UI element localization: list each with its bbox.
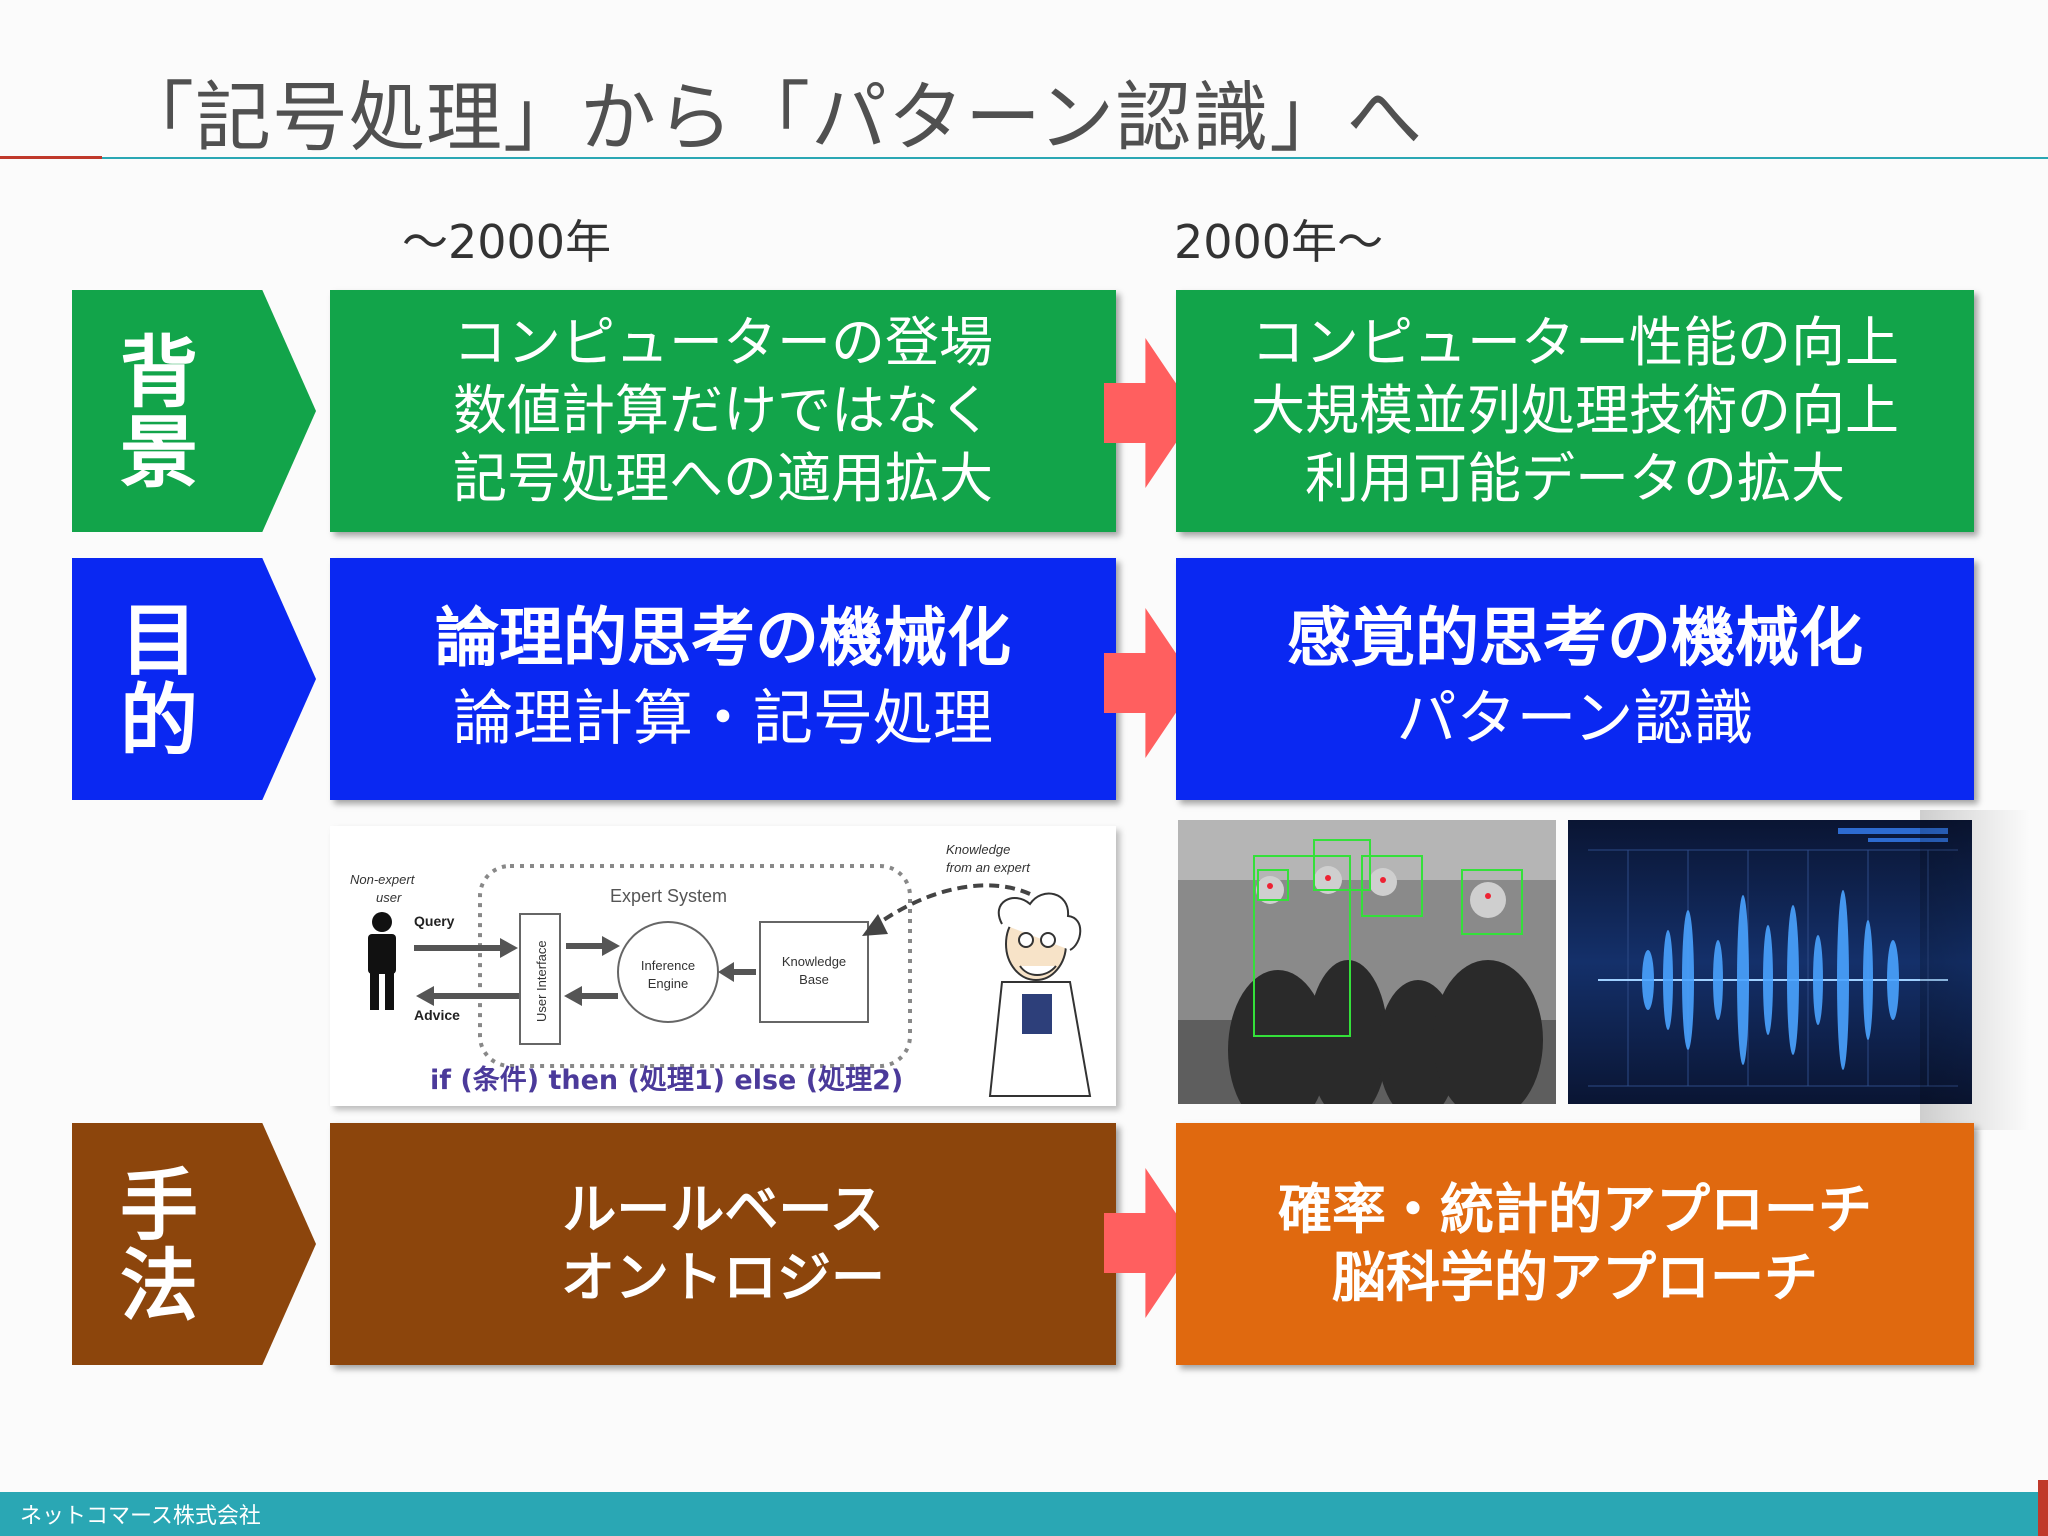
query-label: Query [414,913,455,929]
user-label: user [376,890,402,905]
detection-box [1313,839,1371,891]
sound-wave-image [1568,820,1972,1104]
expert-system-label: Expert System [610,886,727,906]
background-left-box: コンピューターの登場 数値計算だけではなく 記号処理への適用拡大 [330,290,1116,532]
from-expert-label: from an expert [946,860,1031,875]
title-rule-red [0,156,102,159]
purpose-label: 目的 [107,599,197,759]
base-label: Base [799,972,829,987]
background-right-line: 大規模並列処理技術の向上 [1251,379,1899,442]
expert-system-diagram: Expert System Non-expert user Query Advi… [330,826,1116,1106]
background-left-line: コンピューターの登場 [453,311,993,374]
expert-system-boundary [478,864,912,1068]
method-right-box: 確率・統計的アプローチ 脳科学的アプローチ [1176,1123,1974,1365]
user-interface-label: User Interface [534,940,549,1022]
purpose-right-heading: 感覚的思考の機械化 [1287,602,1863,676]
purpose-right-subheading: パターン認識 [1396,684,1754,754]
detection-box [1461,869,1523,935]
background-left-line: 数値計算だけではなく [453,379,993,442]
detection-box [1361,855,1423,917]
expert-dashed-arrow [873,883,1031,928]
image-edge-shadow [1920,810,2030,1130]
method-label: 手法 [107,1164,197,1324]
engine-label: Engine [648,976,688,991]
method-left-box: ルールベース オントロジー [330,1123,1116,1365]
background-right-line: 利用可能データの拡大 [1305,447,1845,510]
advice-arrowhead [416,986,434,1006]
purpose-left-box: 論理的思考の機械化 論理計算・記号処理 [330,558,1116,800]
knowledge-base-box [759,921,869,1023]
expert-scientist-icon [988,892,1092,1097]
footer-red-mark [2038,1480,2048,1536]
title-rule-teal [102,157,2048,159]
face-detection-image [1178,820,1556,1104]
background-chevron: 背景 [72,290,316,532]
method-chevron: 手法 [72,1123,316,1365]
detection-box [1257,869,1289,901]
method-left-line: オントロジー [561,1246,885,1309]
face-detection-svg [1178,820,1556,1104]
purpose-left-subheading: 論理計算・記号処理 [453,684,993,754]
company-name: ネットコマース株式会社 [20,1504,261,1529]
purpose-left-heading: 論理的思考の機械化 [435,602,1011,676]
expert-system-svg: Expert System Non-expert user Query Advi… [350,842,1092,1097]
detection-box [1253,855,1351,1037]
user-interface-box [519,913,561,1045]
background-label: 背景 [107,331,197,491]
sound-wave-svg [1568,820,1972,1104]
if-then-else-caption: if (条件) then (処理1) else (処理2) [430,1065,904,1096]
purpose-right-box: 感覚的思考の機械化 パターン認識 [1176,558,1974,800]
era-right-label: 2000年～ [1174,215,1384,269]
method-right-line: 脳科学的アプローチ [1332,1246,1818,1309]
inference-label: Inference [641,958,695,973]
purpose-chevron: 目的 [72,558,316,800]
knowledge-label: Knowledge [782,954,846,969]
footer-bar: ネットコマース株式会社 [0,1492,2048,1536]
background-left-line: 記号処理への適用拡大 [453,447,993,510]
background-right-box: コンピューター性能の向上 大規模並列処理技術の向上 利用可能データの拡大 [1176,290,1974,532]
slide-title: 「記号処理」から「パターン認識」へ [118,73,1424,162]
era-left-label: ～2000年 [402,215,612,269]
method-left-line: ルールベース [562,1178,884,1241]
query-arrowhead [500,938,518,958]
method-right-line: 確率・統計的アプローチ [1278,1178,1872,1241]
user-figure-icon [368,912,396,1010]
background-right-line: コンピューター性能の向上 [1251,311,1899,374]
expert-knowledge-label: Knowledge [946,842,1010,857]
advice-label: Advice [414,1007,460,1023]
non-expert-label: Non-expert [350,872,416,887]
